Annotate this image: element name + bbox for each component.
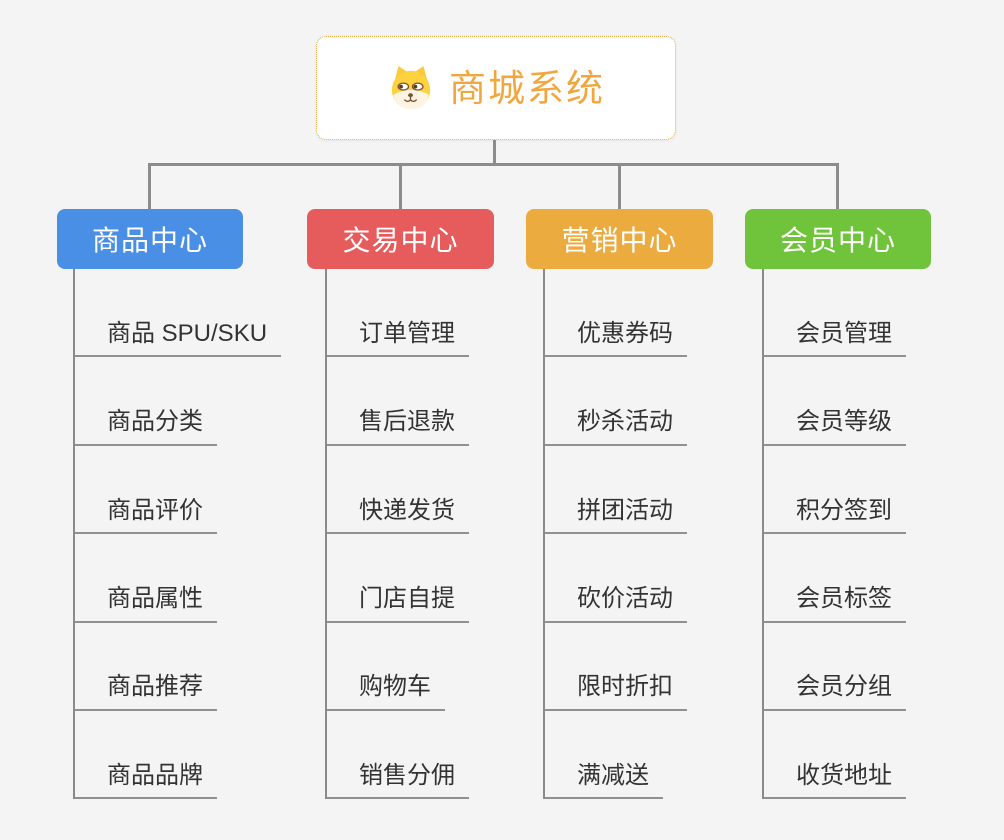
branch-node-product-center[interactable]: 商品中心	[57, 209, 243, 269]
branch-node-member-center[interactable]: 会员中心	[745, 209, 931, 269]
subtopic-column-marketing: 优惠券码 秒杀活动 拼团活动 砍价活动 限时折扣 满减送	[543, 269, 687, 800]
subtopic-node[interactable]: 售后退款	[325, 408, 469, 446]
subtopic-node[interactable]: 砍价活动	[543, 585, 687, 623]
subtopic-node[interactable]: 商品属性	[73, 585, 217, 623]
root-topic-label: 商城系统	[449, 67, 605, 109]
column-connector-line	[543, 269, 545, 799]
subtopic-node[interactable]: 会员标签	[762, 585, 906, 623]
subtopic-node[interactable]: 商品推荐	[73, 673, 217, 711]
subtopic-column-product: 商品 SPU/SKU 商品分类 商品评价 商品属性 商品推荐 商品品牌	[73, 269, 282, 800]
connector-root-stem	[493, 140, 496, 164]
subtopic-node[interactable]: 商品品牌	[73, 762, 217, 800]
subtopic-node[interactable]: 门店自提	[325, 585, 469, 623]
connector-drop-trade	[399, 163, 402, 210]
subtopic-node[interactable]: 销售分佣	[325, 762, 469, 800]
subtopic-node[interactable]: 限时折扣	[543, 673, 687, 711]
subtopic-node[interactable]: 满减送	[543, 762, 663, 800]
subtopic-node[interactable]: 会员管理	[762, 320, 906, 358]
subtopic-node[interactable]: 商品 SPU/SKU	[73, 320, 282, 358]
subtopic-node[interactable]: 优惠券码	[543, 320, 687, 358]
subtopic-node[interactable]: 拼团活动	[543, 497, 687, 535]
subtopic-node[interactable]: 订单管理	[325, 320, 469, 358]
connector-drop-product	[148, 163, 151, 210]
subtopic-node[interactable]: 积分签到	[762, 497, 906, 535]
column-connector-line	[762, 269, 764, 799]
subtopic-node[interactable]: 收货地址	[762, 762, 906, 800]
root-topic-node[interactable]: 商城系统	[316, 36, 676, 140]
connector-drop-member	[836, 163, 839, 210]
subtopic-node[interactable]: 会员等级	[762, 408, 906, 446]
connector-drop-marketing	[618, 163, 621, 210]
column-connector-line	[73, 269, 75, 799]
branch-label: 商品中心	[91, 225, 208, 256]
subtopic-node[interactable]: 快递发货	[325, 497, 469, 535]
branch-label: 营销中心	[561, 225, 678, 256]
branch-label: 会员中心	[779, 225, 896, 256]
connector-rail	[148, 163, 839, 166]
subtopic-node[interactable]: 商品分类	[73, 408, 217, 446]
branch-node-trade-center[interactable]: 交易中心	[307, 209, 494, 269]
dog-face-icon	[391, 65, 431, 110]
subtopic-node[interactable]: 会员分组	[762, 673, 906, 711]
subtopic-column-trade: 订单管理 售后退款 快递发货 门店自提 购物车 销售分佣	[325, 269, 469, 800]
subtopic-column-member: 会员管理 会员等级 积分签到 会员标签 会员分组 收货地址	[762, 269, 906, 800]
subtopic-node[interactable]: 购物车	[325, 673, 445, 711]
branch-node-marketing-center[interactable]: 营销中心	[526, 209, 713, 269]
column-connector-line	[325, 269, 327, 799]
branch-label: 交易中心	[342, 225, 459, 256]
subtopic-node[interactable]: 秒杀活动	[543, 408, 687, 446]
subtopic-node[interactable]: 商品评价	[73, 497, 217, 535]
